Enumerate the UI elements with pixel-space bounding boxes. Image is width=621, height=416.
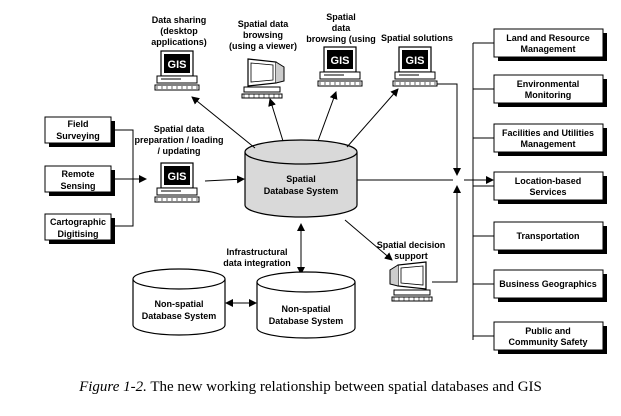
- nonspatial-db-label-line: Non-spatial: [281, 304, 330, 314]
- application-label-line: Location-based: [515, 176, 582, 186]
- input-label-line: Sensing: [60, 181, 95, 191]
- central-db-label-line: Spatial: [286, 174, 316, 184]
- application-label-line: Business Geographics: [499, 279, 597, 289]
- label-decision-support-line: Spatial decision: [377, 240, 446, 250]
- gis-diagram: Field Surveying Remote Sensing Cartograp…: [44, 12, 607, 354]
- computer-solutions: GIS: [392, 46, 438, 87]
- nonspatial-db-label-line: Database System: [142, 311, 217, 321]
- application-label-line: Community Safety: [508, 337, 587, 347]
- db-to-top-arrows: [191, 88, 399, 149]
- keyboard: [241, 93, 283, 99]
- application-label-line: Facilities and Utilities: [502, 128, 594, 138]
- application-boxes: Land and ResourceManagementEnvironmental…: [473, 28, 607, 354]
- figure-caption: Figure 1-2. The new working relationship…: [0, 379, 621, 396]
- central-db-label-line: Database System: [264, 186, 339, 196]
- label-preparation-line: Spatial data: [154, 124, 206, 134]
- label-preparation-line: / updating: [158, 146, 201, 156]
- computer-labels: Data sharing (desktop applications) Spat…: [134, 12, 453, 268]
- computers: GIS GIS GIS GIS: [154, 46, 438, 302]
- db-to-decision-arrow: [344, 219, 393, 261]
- monitor-screen: [327, 50, 353, 69]
- label-data-sharing-line: Data sharing: [152, 15, 207, 25]
- input-label-line: Remote: [61, 169, 94, 179]
- application-label-line: Management: [520, 139, 575, 149]
- nonspatial-db-label-line: Database System: [269, 316, 344, 326]
- keyboard: [391, 296, 433, 302]
- gis-badge: GIS: [168, 171, 187, 183]
- crt-side: [389, 264, 399, 287]
- label-browsing-gis-line: Spatial: [326, 12, 356, 22]
- figure-caption-text: The new working relationship between spa…: [146, 379, 542, 395]
- input-label-line: Field: [67, 119, 88, 129]
- input-box-remote-sensing: Remote Sensing: [44, 165, 115, 196]
- crt-side: [275, 61, 285, 84]
- computer-data-sharing: GIS: [154, 50, 200, 91]
- box-frame: [493, 221, 604, 251]
- spatial-database-cylinder: Spatial Database System: [244, 139, 358, 218]
- box-frame: [493, 269, 604, 299]
- application-connectors: [357, 43, 494, 340]
- crt-screen: [400, 265, 424, 286]
- crt-base: [243, 86, 281, 93]
- gis-badge: GIS: [331, 55, 350, 67]
- input-box-field-surveying: Field Surveying: [44, 116, 115, 147]
- nonspatial-database-1: Non-spatial Database System: [132, 268, 226, 336]
- nonspatial-db-label-line: Non-spatial: [154, 299, 203, 309]
- input-connectors: [111, 129, 147, 227]
- crt-screen: [250, 62, 274, 83]
- input-label-line: Digitising: [58, 229, 99, 239]
- monitor-screen: [164, 166, 190, 185]
- label-browsing-gis-line: browsing (using: [306, 34, 376, 44]
- computer-decision-support: [389, 261, 433, 302]
- input-box-cartographic-digitising: Cartographic Digitising: [44, 213, 115, 244]
- application-label-line: Services: [529, 187, 566, 197]
- application-label-line: Transportation: [516, 231, 579, 241]
- application-label-line: Land and Resource: [506, 33, 590, 43]
- gis-badge: GIS: [168, 59, 187, 71]
- box-frame: [493, 74, 604, 104]
- application-box: Transportation: [473, 221, 607, 254]
- prep-to-db-arrow: [204, 175, 245, 184]
- label-infra-integration-line: Infrastructural: [226, 247, 287, 257]
- input-label-line: Surveying: [56, 131, 100, 141]
- box-frame: [493, 28, 604, 58]
- application-label-line: Monitoring: [525, 90, 572, 100]
- gis-badge: GIS: [406, 55, 425, 67]
- application-label-line: Management: [520, 44, 575, 54]
- label-decision-support-line: support: [394, 251, 428, 261]
- label-data-sharing-line: applications): [151, 37, 207, 47]
- computer-browsing-viewer: [241, 58, 285, 99]
- computer-preparation: GIS: [154, 162, 200, 203]
- label-browsing-viewer-line: Spatial data: [238, 19, 290, 29]
- label-data-sharing-line: (desktop: [160, 26, 198, 36]
- box-frame: [493, 321, 604, 351]
- label-solutions: Spatial solutions: [381, 33, 453, 43]
- figure-label: Figure 1-2.: [79, 379, 147, 395]
- label-preparation-line: preparation / loading: [134, 135, 223, 145]
- label-browsing-viewer-line: browsing: [243, 30, 283, 40]
- nonspatial-database-2: Non-spatial Database System: [256, 271, 356, 339]
- label-browsing-viewer-line: (using a viewer): [229, 41, 297, 51]
- application-box: Business Geographics: [473, 269, 607, 302]
- label-browsing-gis-line: data: [332, 23, 352, 33]
- box-frame: [493, 123, 604, 153]
- monitor-screen: [164, 54, 190, 73]
- computer-browsing-gis: GIS: [317, 46, 363, 87]
- application-label-line: Public and: [525, 326, 571, 336]
- monitor-screen: [402, 50, 428, 69]
- box-frame: [493, 171, 604, 201]
- label-infra-integration-line: data integration: [223, 258, 291, 268]
- input-label-line: Cartographic: [50, 217, 106, 227]
- application-label-line: Environmental: [517, 79, 580, 89]
- crt-base: [393, 289, 431, 296]
